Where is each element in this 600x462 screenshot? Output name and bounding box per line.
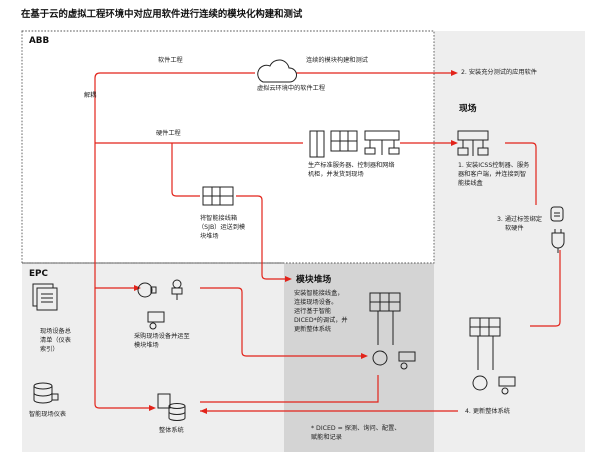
page-title: 在基于云的虚拟工程环境中对应用软件进行连续的模块化构建和测试 <box>21 9 303 20</box>
site-list-line2: 清单（仪表 <box>40 337 71 344</box>
site-workstation-icon <box>457 130 489 156</box>
module-line3: 运行基于智能 <box>294 308 332 315</box>
tag-to-field-line <box>530 250 561 327</box>
arrow-to-module <box>285 276 292 282</box>
module-yard-panel <box>284 263 434 452</box>
document-stack-icon <box>32 283 58 311</box>
step1-line3: 能接线盒 <box>458 180 483 187</box>
software-corner <box>94 72 101 79</box>
servers-caption-line1: 生产标准服务器、控制器和网络 <box>308 162 395 169</box>
section-abb: ABB <box>29 36 50 46</box>
site-instrument-icon <box>472 375 516 395</box>
workstation-icon <box>364 130 400 155</box>
arrow-to-step2 <box>451 70 458 76</box>
controller-rack-icon <box>330 130 358 152</box>
module-line2: 连接现场设备。 <box>294 299 338 306</box>
site-list-line3: 索引） <box>40 346 59 353</box>
servers-caption-line2: 机柜，并发货到现场 <box>308 171 364 178</box>
continuous-build-label: 连续的模块构建和测试 <box>306 57 368 64</box>
step3-line1: 3. 通过标签绑定 <box>497 216 542 223</box>
sjb-line3: 块堆场 <box>200 233 219 240</box>
step1-line2: 器和客户端，并连接到智 <box>458 171 527 178</box>
module-line4: DICED*的调试，并 <box>294 317 348 324</box>
smart-junction-box-icon <box>202 186 234 206</box>
decouple-label: 解耦 <box>84 92 97 99</box>
abb-boundary <box>21 30 435 264</box>
procure-line2: 模块堆场 <box>134 342 159 349</box>
module-sjb-icon <box>369 292 401 345</box>
site-list-line1: 现场设备总 <box>40 328 71 335</box>
module-to-system-line <box>200 375 379 403</box>
field-instrument-icon <box>137 279 183 330</box>
section-site: 现场 <box>459 104 477 114</box>
arrow-to-site <box>451 140 458 146</box>
sjb-line1: 将智能接线箱 <box>200 215 238 222</box>
arrow-to-system <box>149 405 156 411</box>
server-cabinet-icon <box>309 130 325 158</box>
procure-to-module-line <box>200 287 362 357</box>
plug-icon <box>551 229 565 253</box>
step4-label: 4. 更新整体系统 <box>465 408 510 415</box>
cloud-icon <box>257 59 297 83</box>
hardware-eng-label: 硬件工程 <box>156 130 181 137</box>
smart-field-instrument-icon <box>33 382 59 404</box>
procure-line1: 采购现场设备并运至 <box>134 333 190 340</box>
sjb-to-module-line <box>236 195 287 280</box>
arrow-to-procure <box>134 285 141 291</box>
site-sjb-icon <box>469 317 501 370</box>
section-epc: EPC <box>29 269 48 279</box>
module-instrument-icon <box>372 350 416 370</box>
step3-line2: 软硬件 <box>505 225 524 232</box>
trunk-to-system-line <box>94 403 150 409</box>
footnote-line1: * DICED = 探测、询问、配置、 <box>311 425 401 432</box>
site-panel <box>22 31 585 452</box>
software-eng-label: 软件工程 <box>158 57 183 64</box>
overall-system-label: 整体系统 <box>159 427 184 434</box>
module-line1: 安装智能接线盒， <box>294 290 344 297</box>
step2-label: 2. 安装充分测试的应用软件 <box>461 69 537 76</box>
cloud-caption: 虚拟云环境中的软件工程 <box>257 85 326 92</box>
site-to-tag-line <box>505 142 537 205</box>
section-module-yard: 模块堆场 <box>296 275 332 285</box>
footnote-line2: 赋能和记录 <box>311 434 342 441</box>
sjb-line2: （SJB）运送到模 <box>198 224 246 231</box>
smart-instrument-label: 智能现场仪表 <box>29 411 67 418</box>
arrow-step4 <box>200 408 207 414</box>
sjb-branch <box>171 143 200 197</box>
module-line5: 更新整体系统 <box>294 326 332 333</box>
tag-icon <box>550 206 564 222</box>
overall-system-icon <box>157 393 186 421</box>
arrow-to-diced <box>361 353 368 359</box>
step1-line1: 1. 安装ICSS控制器、服务 <box>458 162 530 169</box>
